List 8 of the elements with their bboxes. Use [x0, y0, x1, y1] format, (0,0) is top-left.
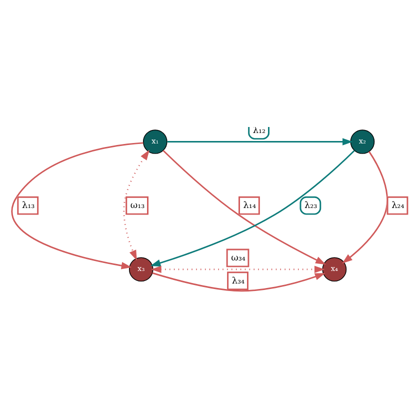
edge-label: λ₁₂ [252, 125, 266, 136]
edge-label: λ₂₃ [304, 200, 318, 211]
edge-label: ω₁₃ [130, 200, 145, 211]
edge-label: λ₃₄ [232, 276, 245, 286]
edge-label: ω₃₄ [231, 253, 246, 264]
edge-label: λ₂₄ [392, 200, 404, 211]
edge-label: λ₁₄ [243, 200, 256, 211]
edge-label: λ₁₃ [22, 200, 35, 211]
